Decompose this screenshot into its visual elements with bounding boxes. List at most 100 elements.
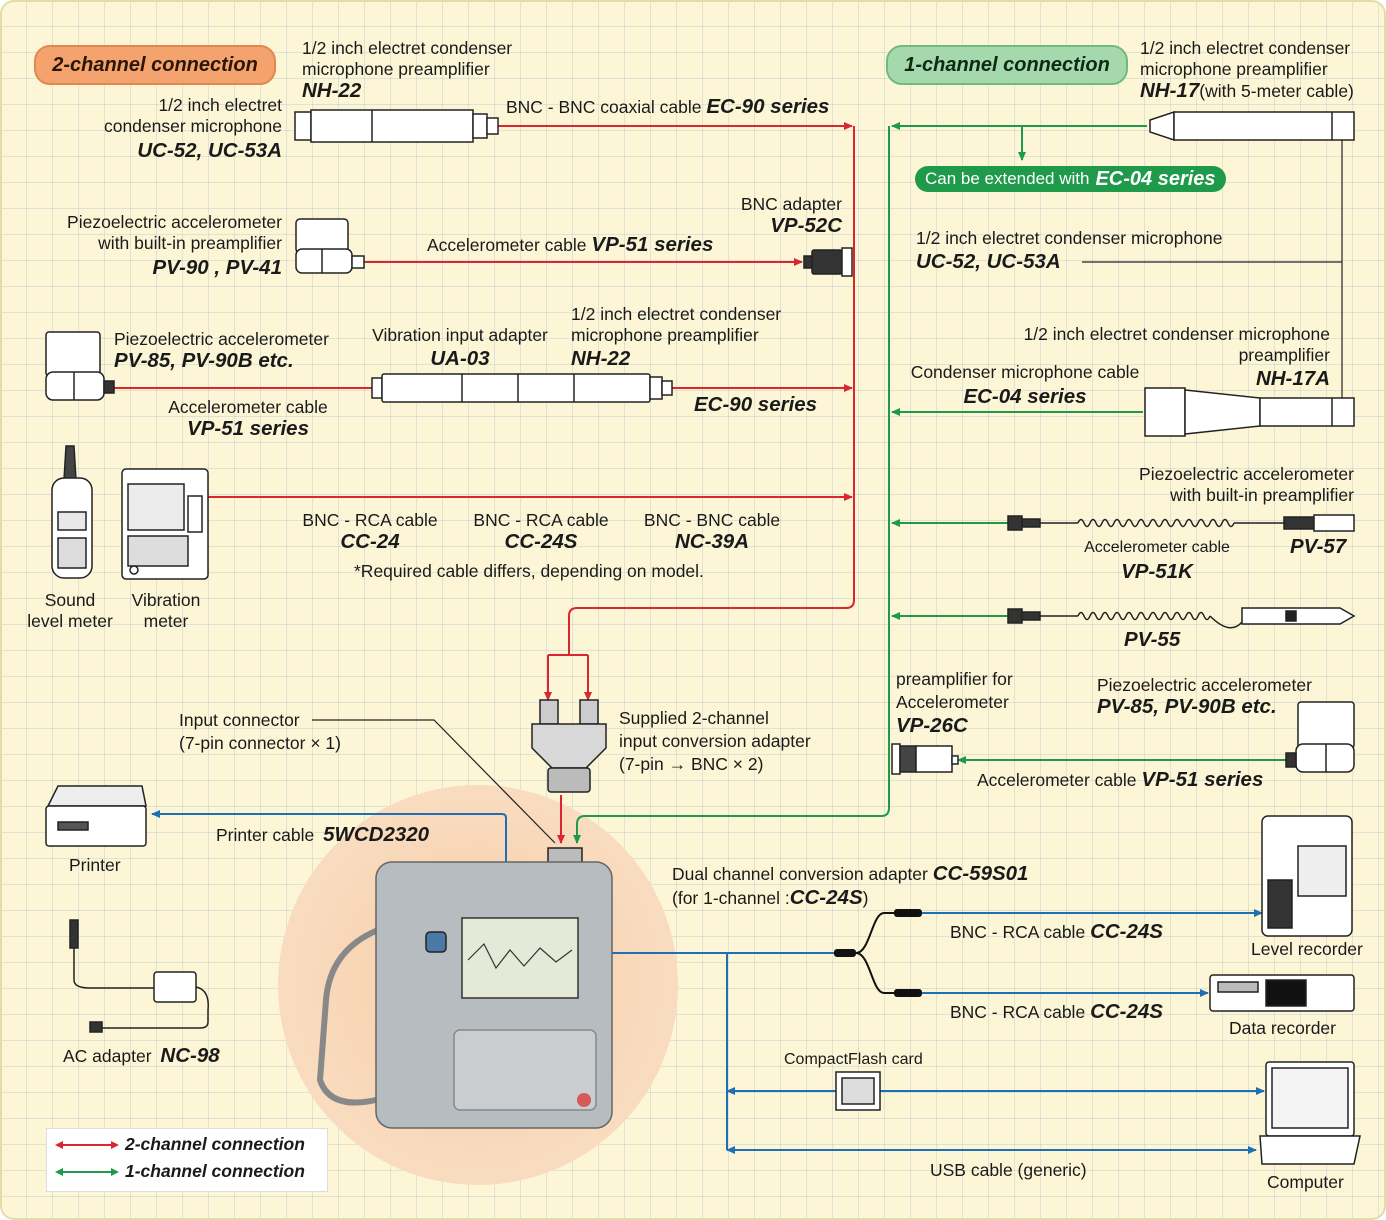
- sound-meter-label: Sound level meter: [20, 590, 120, 632]
- data-recorder-label: Data recorder: [1229, 1018, 1336, 1038]
- conversion-adapter-label: Supplied 2-channel input conversion adap…: [619, 707, 811, 776]
- nh17a-line1: 1/2 inch electret condenser microphone: [1023, 324, 1330, 344]
- legend-two-channel: 2-channel connection: [125, 1134, 305, 1154]
- ua03-model: UA-03: [430, 347, 490, 370]
- bnc-adapter-label: BNC adapter VP-52C: [690, 194, 842, 236]
- dual-adapter-model: CC-59S01: [932, 862, 1029, 885]
- two-channel-wires: [112, 122, 855, 844]
- printer-label: Printer: [69, 855, 121, 875]
- vp51k-model: VP-51K: [1121, 560, 1193, 583]
- ec04-model: EC-04 series: [963, 385, 1087, 408]
- compactflash-card: [835, 1071, 881, 1111]
- ua03-label: Vibration input adapter UA-03: [366, 325, 554, 369]
- extend-badge-model: EC-04 series: [1095, 167, 1216, 190]
- conversion-adapter-line2: input conversion adapter: [619, 731, 811, 751]
- ac-adapter-device: [69, 919, 209, 1033]
- nh17a-label: 1/2 inch electret condenser microphone p…: [980, 324, 1330, 389]
- pv55-model: PV-55: [1124, 628, 1181, 651]
- dual-adapter-sub-model: CC-24S: [789, 886, 863, 909]
- pv57-cable: [1007, 514, 1355, 532]
- pv55-probe: [1007, 607, 1356, 629]
- level-recorder-label: Level recorder: [1251, 939, 1363, 959]
- nh22-mid-line1: 1/2 inch electret condenser: [571, 304, 782, 324]
- pv90-model: PV-90 , PV-41: [152, 256, 282, 279]
- uc52-right-label: 1/2 inch electret condenser microphone U…: [916, 228, 1222, 272]
- sound-meter-line2: level meter: [27, 611, 113, 631]
- pv90-label: Piezoelectric accelerometer with built-i…: [40, 212, 282, 278]
- acc-cable-mid-label: Accelerometer cable VP-51 series: [150, 397, 346, 439]
- nh22-mid-model: NH-22: [571, 347, 631, 370]
- bnc-cable-model: EC-90 series: [706, 95, 830, 118]
- cf-card-label: CompactFlash card: [784, 1051, 923, 1068]
- dual-adapter-label: Dual channel conversion adapter CC-59S01…: [672, 862, 1028, 910]
- ec04-label: Condenser microphone cable EC-04 series: [900, 362, 1150, 407]
- uc52-left-line2: condenser microphone: [103, 116, 282, 136]
- input-connector-line1: Input connector: [179, 710, 300, 730]
- pv85-left-accelerometer: [45, 331, 115, 401]
- ec04-text: Condenser microphone cable: [910, 362, 1140, 382]
- nh22-top-line2: microphone preamplifier: [302, 59, 490, 79]
- pv57-model: PV-57: [1290, 535, 1347, 558]
- microphone-preamp-top: [294, 109, 499, 143]
- nh22-mid-line2: microphone preamplifier: [571, 325, 759, 345]
- pv57-line2: with built-in preamplifier: [1170, 485, 1354, 505]
- output-cable2-label: BNC - RCA cable CC-24S: [950, 1001, 1163, 1023]
- nh17a-line2: preamplifier: [1238, 345, 1330, 365]
- pv85-right-model: PV-85, PV-90B etc.: [1097, 695, 1277, 718]
- pv57-line1: Piezoelectric accelerometer: [1139, 464, 1354, 484]
- conversion-adapter-line3: (7-pin → BNC × 2): [619, 754, 764, 774]
- legend-one-channel: 1-channel connection: [125, 1161, 305, 1181]
- sound-meter-line1: Sound: [44, 590, 96, 610]
- analyzer-device: [316, 847, 613, 1129]
- data-recorder-device: [1209, 974, 1355, 1012]
- nc39a-label: BNC - BNC cable NC-39A: [636, 510, 788, 552]
- printer-cable-model: 5WCD2320: [323, 823, 430, 846]
- uc52-left-line1: 1/2 inch electret: [158, 95, 282, 115]
- ua03-nh22-chain: [371, 373, 673, 403]
- bnc-adapter-text: BNC adapter: [740, 194, 842, 214]
- nh17-suffix: (with 5-meter cable): [1199, 81, 1354, 101]
- uc52-left-label: 1/2 inch electret condenser microphone U…: [60, 95, 282, 161]
- cc24-label: BNC - RCA cable CC-24: [294, 510, 446, 552]
- nh17-preamp: [1149, 110, 1355, 142]
- pv90-line2: with built-in preamplifier: [98, 233, 282, 253]
- conversion-adapter-line1: Supplied 2-channel: [619, 708, 769, 728]
- printer-cable-text: Printer cable: [216, 825, 315, 845]
- cc24-model: CC-24: [340, 530, 400, 553]
- pv85-left-label: Piezoelectric accelerometer PV-85, PV-90…: [114, 329, 329, 371]
- vp26c-line2: Accelerometer: [896, 692, 1009, 712]
- sound-level-meter: [51, 445, 93, 579]
- bnc-cable-text: BNC - BNC coaxial cable: [506, 97, 702, 117]
- nh17-line2: microphone preamplifier: [1140, 59, 1328, 79]
- ac-adapter-model: NC-98: [160, 1044, 220, 1067]
- one-channel-wires: [573, 122, 1288, 844]
- acc-cable-mid-text: Accelerometer cable: [168, 397, 328, 417]
- acc-cable-mid-model: VP-51 series: [187, 417, 309, 440]
- two-channel-input-adapter: [531, 699, 607, 793]
- pv85-right-accelerometer: [1285, 701, 1355, 773]
- acc-cable-right-model: VP-51 series: [1141, 768, 1264, 791]
- pv85-left-text: Piezoelectric accelerometer: [114, 329, 329, 349]
- uc52-right-text: 1/2 inch electret condenser microphone: [916, 228, 1223, 248]
- vp26c-model: VP-26C: [896, 714, 968, 737]
- output-cable1-model: CC-24S: [1090, 920, 1163, 943]
- nh22-top-model: NH-22: [302, 79, 362, 102]
- vib-meter-line2: meter: [143, 611, 189, 631]
- two-channel-badge-label: 2-channel connection: [52, 53, 258, 76]
- extend-badge: Can be extended with EC-04 series: [915, 166, 1226, 192]
- output-cable1-label: BNC - RCA cable CC-24S: [950, 921, 1163, 943]
- vp51k-text: Accelerometer cable: [1084, 539, 1230, 556]
- nh17-model: NH-17: [1140, 79, 1200, 102]
- acc-cable-right-label: Accelerometer cable VP-51 series: [977, 769, 1263, 791]
- output-wires: [151, 810, 1265, 1154]
- two-channel-badge: 2-channel connection: [34, 45, 276, 85]
- computer-device: [1259, 1061, 1361, 1165]
- nh22-mid-label: 1/2 inch electret condenser microphone p…: [571, 304, 781, 369]
- legend-swatches: [55, 1141, 119, 1176]
- nc39a-model: NC-39A: [674, 530, 750, 553]
- output-cable2-model: CC-24S: [1090, 1000, 1163, 1023]
- nh17a-preamp: [1144, 387, 1355, 437]
- vp26c-line1: preamplifier for: [896, 669, 1013, 689]
- pv57-label: Piezoelectric accelerometer with built-i…: [1100, 464, 1354, 506]
